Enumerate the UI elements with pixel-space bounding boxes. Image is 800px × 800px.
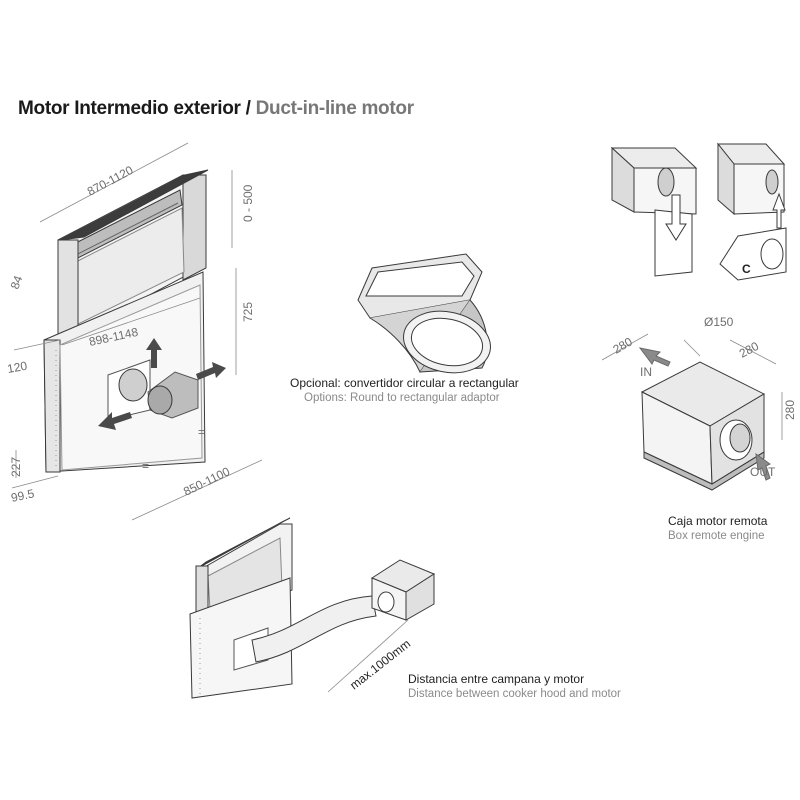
dim-box-height: 280 (783, 400, 797, 420)
dim-box-width: 280 (737, 339, 762, 361)
equal-mark-1: = (142, 459, 149, 473)
box-caption: Caja motor remota Box remote engine (668, 514, 767, 542)
label-in: IN (640, 365, 652, 379)
title-separator: / (240, 98, 256, 119)
dim-diameter: Ø150 (704, 315, 734, 329)
dim-bottom-height: 227 (9, 457, 23, 477)
page-title: Motor Intermedio exterior / Duct-in-line… (18, 98, 414, 120)
dim-side-depth: 120 (6, 359, 28, 376)
title-main: Motor Intermedio exterior (18, 98, 241, 119)
dim-depth-top: 84 (8, 273, 26, 291)
box-caption-en: Box remote engine (668, 530, 765, 542)
dim-width-top: 870-1120 (85, 163, 136, 199)
installation-drawing (189, 517, 436, 699)
distance-caption: Distancia entre campana y motor Distance… (408, 672, 621, 700)
airflow-arrows (98, 338, 226, 430)
dim-bottom-depth: 99.5 (10, 486, 36, 505)
downdraft-hood-drawing (43, 169, 209, 473)
distance-caption-es: Distancia entre campana y motor (408, 672, 585, 686)
title-secondary: Duct-in-line motor (255, 98, 415, 119)
box-dimension-lines (601, 333, 783, 440)
dim-height: 725 (241, 302, 255, 322)
dim-rise: 0 - 500 (241, 184, 255, 222)
distance-dimension-line (327, 619, 409, 693)
label-out: OUT (750, 465, 776, 479)
box-caption-es: Caja motor remota (668, 514, 768, 528)
adaptor-caption-en: Options: Round to rectangular adaptor (304, 392, 500, 404)
round-to-rectangular-adaptor (357, 253, 491, 374)
box-outlet-options (610, 142, 787, 281)
equal-mark-2: = (198, 425, 205, 439)
remote-motor-box (638, 347, 771, 491)
dim-base-width: 850-1100 (181, 464, 232, 499)
variant-label-c: C (742, 262, 751, 276)
hood-dimension-lines (11, 142, 263, 521)
adaptor-caption-es: Opcional: convertidor circular a rectang… (290, 376, 519, 390)
distance-caption-en: Distance between cooker hood and motor (408, 688, 621, 700)
adaptor-caption: Opcional: convertidor circular a rectang… (290, 376, 519, 404)
